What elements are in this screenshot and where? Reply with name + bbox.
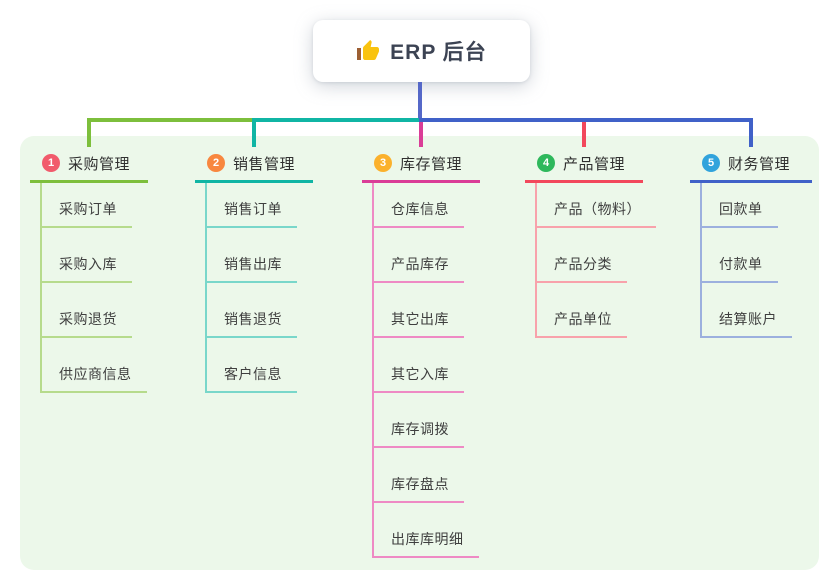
root-connector [418,82,422,122]
child-node[interactable]: 库存盘点 [374,448,464,503]
child-node[interactable]: 产品库存 [374,228,464,283]
branch-node-4[interactable]: 4 产品管理 [525,146,643,183]
branch-badge-3: 3 [374,154,392,172]
branch-children-4: 产品（物料） 产品分类产品单位 [535,183,656,338]
child-label: 销售出库 [224,256,282,272]
child-label: 销售退货 [224,311,282,327]
branch-children-2: 销售订单销售出库销售退货客户信息 [205,183,313,393]
child-label: 出库库明细 [391,531,464,547]
branch-node-2[interactable]: 2 销售管理 [195,146,313,183]
branch-drop-1 [87,122,91,147]
child-node[interactable]: 其它入库 [374,338,464,393]
branch-label: 财务管理 [728,155,791,173]
root-node-erp[interactable]: ERP 后台 [313,20,530,82]
child-label: 产品（物料） [554,201,641,217]
child-node[interactable]: 采购退货 [42,283,132,338]
child-label: 产品单位 [554,311,612,327]
child-label: 回款单 [719,201,763,217]
trunk-segment-blue [419,118,753,122]
child-node[interactable]: 销售出库 [207,228,297,283]
branch-badge-2: 2 [207,154,225,172]
child-node[interactable]: 仓库信息 [374,183,464,228]
thumbs-up-icon [356,39,380,63]
branch-5: 5 财务管理回款单付款单结算账户 [690,146,812,338]
child-node[interactable]: 销售退货 [207,283,297,338]
child-label: 客户信息 [224,366,282,382]
branch-drop-3 [419,122,423,147]
child-label: 产品分类 [554,256,612,272]
child-label: 付款单 [719,256,763,272]
child-label: 采购入库 [59,256,117,272]
trunk-segment-teal [252,118,419,122]
child-node[interactable]: 结算账户 [702,283,792,338]
branch-badge-4: 4 [537,154,555,172]
child-label: 供应商信息 [59,366,132,382]
branch-drop-2 [252,122,256,147]
branch-label: 销售管理 [233,155,296,173]
child-node[interactable]: 供应商信息 [42,338,147,393]
child-label: 其它出库 [391,311,449,327]
child-label: 仓库信息 [391,201,449,217]
child-node[interactable]: 销售订单 [207,183,297,228]
child-node[interactable]: 产品单位 [537,283,627,338]
branch-children-1: 采购订单采购入库采购退货供应商信息 [40,183,148,393]
branch-drop-5 [749,122,753,147]
child-node[interactable]: 付款单 [702,228,778,283]
child-label: 产品库存 [391,256,449,272]
branch-node-1[interactable]: 1 采购管理 [30,146,148,183]
child-node[interactable]: 其它出库 [374,283,464,338]
child-node[interactable]: 产品分类 [537,228,627,283]
child-node[interactable]: 采购入库 [42,228,132,283]
child-node[interactable]: 回款单 [702,183,778,228]
child-label: 采购订单 [59,201,117,217]
child-node[interactable]: 客户信息 [207,338,297,393]
child-label: 库存调拨 [391,421,449,437]
group-panel [20,136,819,570]
branch-children-5: 回款单付款单结算账户 [700,183,812,338]
child-label: 结算账户 [719,311,777,327]
branch-badge-1: 1 [42,154,60,172]
branch-3: 3 库存管理仓库信息产品库存其它出库其它入库库存调拨库存盘点出库库明细 [362,146,480,558]
branch-badge-5: 5 [702,154,720,172]
branch-node-3[interactable]: 3 库存管理 [362,146,480,183]
branch-children-3: 仓库信息产品库存其它出库其它入库库存调拨库存盘点出库库明细 [372,183,480,558]
child-node[interactable]: 库存调拨 [374,393,464,448]
trunk-segment-green [87,118,252,122]
child-label: 销售订单 [224,201,282,217]
root-title: ERP 后台 [390,41,487,64]
branch-label: 采购管理 [68,155,131,173]
branch-label: 产品管理 [563,155,626,173]
child-label: 库存盘点 [391,476,449,492]
child-node[interactable]: 产品（物料） [537,183,656,228]
branch-label: 库存管理 [400,155,463,173]
branch-drop-4 [582,122,586,147]
branch-1: 1 采购管理采购订单采购入库采购退货供应商信息 [30,146,148,393]
branch-node-5[interactable]: 5 财务管理 [690,146,812,183]
child-label: 其它入库 [391,366,449,382]
child-node[interactable]: 采购订单 [42,183,132,228]
branch-2: 2 销售管理销售订单销售出库销售退货客户信息 [195,146,313,393]
child-label: 采购退货 [59,311,117,327]
child-node[interactable]: 出库库明细 [374,503,479,558]
branch-4: 4 产品管理产品（物料） 产品分类产品单位 [525,146,656,338]
